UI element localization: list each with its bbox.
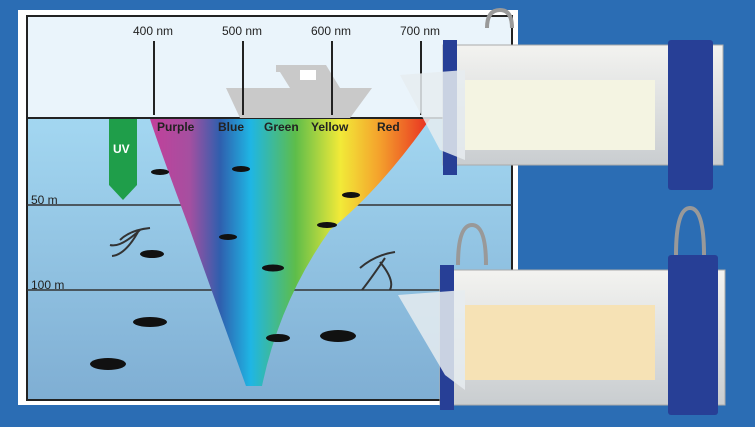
light-spectrum-cone	[150, 119, 430, 386]
wavelength-label-700: 700 nm	[400, 24, 441, 38]
depth-label-50m: 50 m	[31, 193, 58, 207]
fish-silhouettes	[90, 166, 360, 370]
band-label-green: Green	[264, 120, 299, 134]
led-fixture-bottom	[398, 205, 726, 415]
band-label-purple: Purple	[157, 120, 195, 134]
squid-silhouettes	[109, 227, 396, 291]
band-label-red: Red	[377, 120, 400, 134]
wavelength-label-400: 400 nm	[133, 24, 174, 38]
depth-label-100m: 100 m	[31, 278, 65, 292]
band-label-blue: Blue	[218, 120, 245, 134]
band-label-yellow: Yellow	[311, 120, 349, 134]
uv-arrow	[109, 119, 137, 200]
uv-label: UV	[113, 142, 130, 156]
wavelength-label-500: 500 nm	[222, 24, 263, 38]
led-fixture-top	[400, 7, 724, 190]
wavelength-label-600: 600 nm	[311, 24, 352, 38]
boat-icon	[226, 65, 372, 118]
